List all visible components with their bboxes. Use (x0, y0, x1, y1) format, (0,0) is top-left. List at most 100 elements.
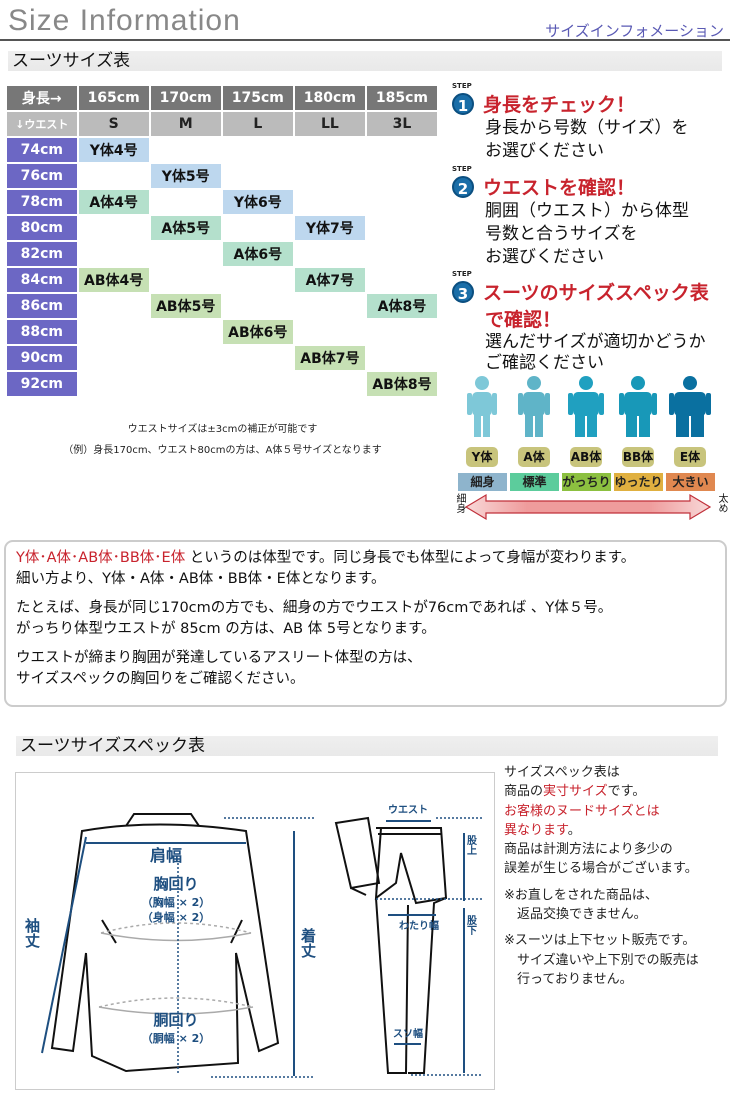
size-cell: Y体6号 (222, 190, 293, 214)
size-cell (150, 268, 221, 292)
body-type-tag: ゆったり (614, 473, 663, 491)
size-cell (150, 242, 221, 266)
spec-note-line: 商品は計測方法により多少の (504, 842, 673, 858)
spec-note-line: 返品交換できません。 (504, 907, 647, 923)
size-cell (78, 164, 149, 188)
person-icon (518, 376, 550, 437)
label-pants-waist: ウエスト (388, 804, 428, 816)
step-text: 胴囲（ウエスト）から体型 (485, 201, 689, 221)
body-type-tag: 大きい (666, 473, 715, 491)
body-type-tag: 標準 (510, 473, 559, 491)
body-types-list: Y体･A体･AB体･BB体･E体 (16, 550, 186, 566)
size-cell (78, 346, 149, 370)
size-cell (78, 320, 149, 344)
size-cell (294, 242, 365, 266)
person-icon (619, 376, 657, 437)
size-cell: Y体7号 (294, 216, 365, 240)
size-table: 身長→ 165cm 170cm 175cm 180cm 185cm ↓ウエスト … (5, 84, 439, 398)
label-chest-sub: （身幅 × 2） (142, 910, 211, 924)
label-rise: 股上 (465, 835, 477, 855)
size-cell: A体8号 (366, 294, 437, 318)
person-icon (669, 376, 711, 437)
body-type-1: A体 標準 (510, 375, 562, 491)
label-hem: スソ幅 (393, 1027, 423, 1040)
height-header: 170cm (150, 86, 221, 110)
body-type-tag: がっちり (562, 473, 611, 491)
size-cell (366, 164, 437, 188)
body-type-3: BB体 ゆったり (614, 375, 666, 491)
size-cell (366, 216, 437, 240)
explanation-text: がっちり体型ウエストが 85cm の方は、AB 体 5号となります。 (16, 621, 436, 637)
spec-note-highlight: 異なります (504, 822, 568, 838)
label-chest: 胸回り (153, 875, 198, 893)
body-type-4: E体 大きい (666, 375, 718, 491)
step-label: STEP (452, 165, 472, 173)
size-cell: AB体8号 (366, 372, 437, 396)
body-type-badge: Y体 (466, 447, 498, 467)
waist-cell: 86cm (7, 294, 77, 318)
label-thigh: わたり幅 (399, 919, 439, 932)
step-title-cont: で確認！ (485, 309, 562, 331)
page-title: Size Information (8, 4, 241, 37)
spec-notes: サイズスペック表は 商品の実寸サイズです。 お客様のヌードサイズとは 異なります… (504, 763, 699, 989)
step-text: ご確認ください (485, 353, 604, 373)
size-cell: AB体4号 (78, 268, 149, 292)
corner-waist: ↓ウエスト (7, 112, 77, 136)
explanation-text: というのは体型です。同じ身長でも体型によって身幅が変わります。 (185, 550, 636, 566)
size-cell (294, 164, 365, 188)
waist-cell: 80cm (7, 216, 77, 240)
size-cell (294, 190, 365, 214)
size-cell (78, 242, 149, 266)
size-header: 3L (366, 112, 437, 136)
step-2: STEP 2 ウエストを確認！ 胴囲（ウエスト）から体型号数と合うサイズをお選び… (452, 165, 689, 269)
spec-note-highlight: お客様のヌードサイズとは (504, 803, 660, 819)
size-cell: Y体4号 (78, 138, 149, 162)
size-cell (78, 372, 149, 396)
step-text: 身長から号数（サイズ）を (485, 118, 689, 138)
page-subtitle: サイズインフォメーション (545, 22, 724, 40)
step-text: 号数と合うサイズを (485, 224, 638, 244)
size-cell: A体4号 (78, 190, 149, 214)
spec-note-line: サイズ違いや上下別での販売は (504, 952, 699, 968)
size-cell (294, 320, 365, 344)
size-cell (78, 294, 149, 318)
body-type-0: Y体 細身 (458, 375, 510, 491)
size-cell (222, 268, 293, 292)
size-cell: AB体7号 (294, 346, 365, 370)
body-type-tag: 細身 (458, 473, 507, 491)
body-type-explanation: Y体･A体･AB体･BB体･E体 というのは体型です。同じ身長でも体型によって身… (4, 540, 727, 707)
waist-cell: 92cm (7, 372, 77, 396)
body-type-badge: BB体 (622, 447, 654, 467)
size-cell: A体7号 (294, 268, 365, 292)
size-cell (294, 372, 365, 396)
step-text: お選びください (485, 247, 604, 267)
spec-note-line: 。 (567, 822, 581, 838)
label-sleeve: 袖丈 (23, 917, 41, 949)
step-text: 選んだサイズが適切かどうか (485, 332, 706, 352)
spec-note-line: 行っておりません。 (504, 971, 633, 987)
spec-note-line: サイズスペック表は (504, 765, 620, 780)
explanation-text: ウエストが締まり胸囲が発達しているアスリート体型の方は、 (16, 650, 422, 666)
step-label: STEP (452, 82, 472, 90)
size-cell (222, 216, 293, 240)
size-cell (150, 320, 221, 344)
size-cell (366, 242, 437, 266)
step-title: 身長をチェック！ (483, 94, 636, 116)
size-cell (366, 138, 437, 162)
table-note: ウエストサイズは±3cmの補正が可能です (127, 424, 318, 435)
spec-note-highlight: 実寸サイズ (543, 784, 608, 800)
waist-cell: 74cm (7, 138, 77, 162)
waist-cell: 84cm (7, 268, 77, 292)
label-jacket-waist-sub: （胴幅 × 2） (142, 1031, 211, 1045)
size-cell (150, 138, 221, 162)
size-cell (150, 190, 221, 214)
scale-left-label: 細身 (454, 493, 465, 513)
height-header: 165cm (78, 86, 149, 110)
